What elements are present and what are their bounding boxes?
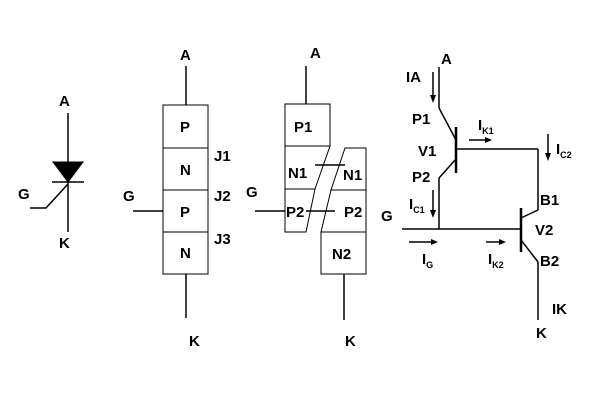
symbol-gate-lead: [30, 183, 69, 209]
b1-label: B1: [540, 192, 559, 209]
p2-label: P2: [412, 169, 430, 186]
ic1-arrow-head: [430, 210, 436, 218]
ic2-arrow-head: [545, 153, 551, 161]
ik2-label: IK2: [488, 251, 504, 270]
v1-label: V1: [418, 143, 436, 160]
ik2-arrow-head: [499, 239, 506, 245]
layer-n2-box: [162, 231, 209, 275]
circuit-anode-label: A: [441, 51, 452, 68]
lower-n2-label: N2: [332, 246, 351, 263]
upper-p2-label: P2: [286, 204, 304, 221]
lower-p2-label: P2: [344, 204, 362, 221]
junction-j3-label: J3: [214, 231, 231, 248]
b2-label: B2: [540, 253, 559, 270]
lower-n1-label: N1: [343, 167, 362, 184]
four-layer-gate-label: G: [123, 188, 135, 205]
symbol-diode-triangle: [52, 161, 84, 183]
v1-emitter: [438, 107, 457, 141]
ia-arrow-head: [430, 95, 436, 103]
p1-label: P1: [412, 111, 430, 128]
ig-arrow-head: [431, 239, 438, 245]
v2-emitter: [520, 239, 539, 263]
ic1-label: IC1: [409, 196, 425, 215]
two-transistor-circuit: A IA P1 V1 P2 G B1 V2 B2 IK K IK1 IC2 IC…: [381, 51, 572, 342]
ik-label: IK: [552, 301, 567, 318]
upper-p1-label: P1: [294, 119, 312, 136]
symbol-cathode-label: K: [59, 235, 70, 252]
upper-n1-label: N1: [288, 165, 307, 182]
v2-label: V2: [535, 222, 553, 239]
circuit-cathode-label: K: [536, 325, 547, 342]
ik1-arrow-head: [485, 137, 492, 143]
v2-collector: [520, 209, 539, 219]
layer-p1-box: [162, 104, 209, 149]
layer-p1-label: P: [180, 119, 190, 136]
thyristor-symbol: A G K: [18, 93, 84, 252]
symbol-anode-label: A: [59, 93, 70, 110]
split-cathode-label: K: [345, 333, 356, 350]
split-model: P1 N1 P2 N1 P2 N2 A G K: [246, 45, 367, 350]
v1-collector: [438, 158, 457, 179]
lower-n2-box: [320, 231, 367, 275]
split-gate-label: G: [246, 184, 258, 201]
junction-j2-label: J2: [214, 188, 231, 205]
upper-p2-box: [284, 188, 316, 233]
symbol-gate-label: G: [18, 186, 30, 203]
layer-n2-label: N: [180, 245, 191, 262]
circuit-gate-label: G: [381, 208, 393, 225]
layer-n1-label: N: [180, 162, 191, 179]
ia-label: IA: [406, 69, 421, 86]
split-anode-label: A: [310, 45, 321, 62]
layer-p2-box: [162, 189, 209, 233]
layer-p2-label: P: [180, 204, 190, 221]
ig-label: IG: [422, 251, 433, 270]
ic2-label: IC2: [556, 141, 572, 160]
ik1-label: IK1: [478, 117, 494, 136]
four-layer-structure: P N P N J1 J2 J3 A G K: [123, 47, 231, 350]
four-layer-anode-label: A: [180, 47, 191, 64]
four-layer-cathode-label: K: [189, 333, 200, 350]
junction-j1-label: J1: [214, 148, 231, 165]
